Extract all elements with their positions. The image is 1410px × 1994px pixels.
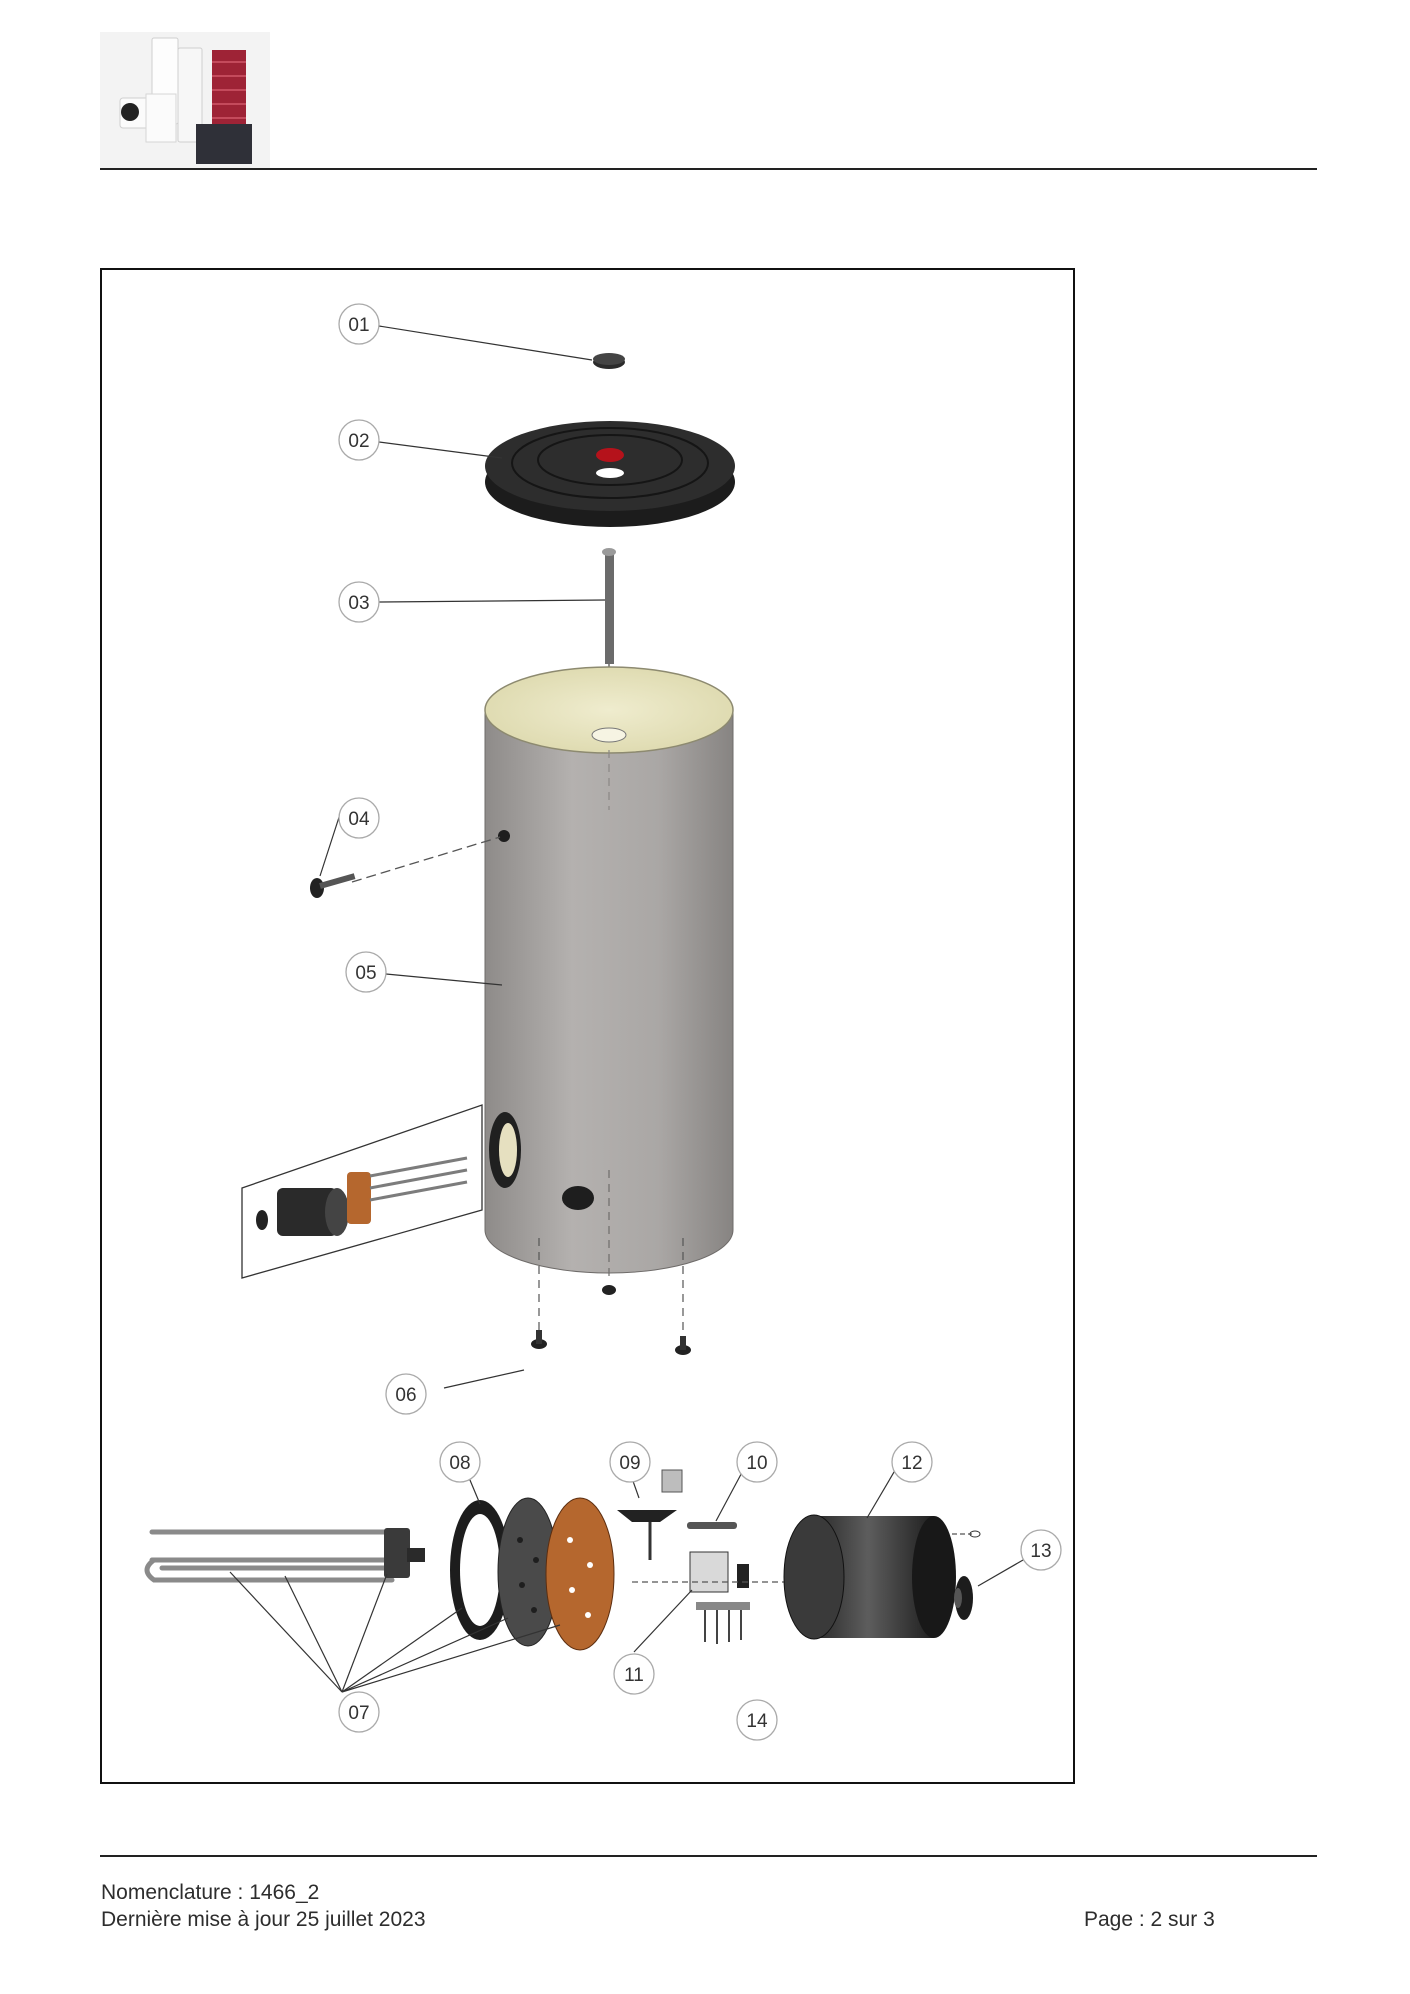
part-flange-copper (545, 1497, 615, 1651)
callout-label: 06 (395, 1385, 416, 1406)
footer-rule (100, 1855, 1317, 1857)
callout-label: 02 (348, 431, 369, 452)
callout-06: 06 (385, 1373, 427, 1415)
callout-09: 09 (609, 1441, 651, 1483)
callout-03: 03 (338, 581, 380, 623)
callout-10: 10 (736, 1441, 778, 1483)
callout-13: 13 (1020, 1529, 1062, 1571)
part-04-sensor (310, 836, 501, 898)
part-07-heating-elements (144, 1528, 425, 1583)
callout-label: 10 (746, 1453, 767, 1474)
part-01-cap (593, 353, 625, 369)
part-10-probe (687, 1522, 737, 1529)
callout-07: 07 (338, 1691, 380, 1733)
heating-element-inset (241, 1104, 483, 1279)
callout-01: 01 (338, 303, 380, 345)
product-range-logo (100, 32, 270, 168)
last-updated-text: Dernière mise à jour 25 juillet 2023 (101, 1908, 426, 1931)
nomenclature-text: Nomenclature : 1466_2 (101, 1881, 320, 1904)
part-13-knob (954, 1576, 973, 1620)
part-02-top-cover (485, 421, 735, 527)
callout-label: 03 (348, 593, 369, 614)
callout-label: 13 (1030, 1541, 1051, 1562)
part-12-protective-cover (783, 1514, 981, 1640)
part-14-wiring (696, 1602, 750, 1644)
callout-label: 04 (348, 809, 370, 830)
part-05-tank-body (484, 666, 734, 1280)
callout-14: 14 (736, 1699, 778, 1741)
page-number: Page : 2 sur 3 (1084, 1908, 1215, 1931)
header-rule (100, 168, 1317, 170)
callout-label: 09 (619, 1453, 640, 1474)
callout-label: 07 (348, 1703, 369, 1724)
part-11-thermostat (632, 1551, 792, 1593)
part-06-feet (531, 1238, 691, 1355)
callout-08: 08 (439, 1441, 481, 1483)
callout-label: 08 (449, 1453, 470, 1474)
callout-label: 01 (348, 315, 369, 336)
part-08-gasket (450, 1500, 510, 1640)
callout-04: 04 (338, 797, 380, 839)
exploded-diagram-frame: 01 02 03 04 05 06 07 08 (100, 268, 1075, 1784)
part-09-cable-gland (617, 1469, 683, 1560)
exploded-view-diagram: 01 02 03 04 05 06 07 08 (144, 303, 1062, 1741)
leader-lines (229, 325, 1031, 1693)
callout-11: 11 (613, 1653, 655, 1695)
part-08-flange-plate (497, 1497, 559, 1647)
callout-label: 12 (901, 1453, 922, 1474)
callout-02: 02 (338, 419, 380, 461)
callout-label: 14 (746, 1711, 768, 1732)
callout-label: 11 (624, 1665, 644, 1686)
callout-12: 12 (891, 1441, 933, 1483)
callout-label: 05 (355, 963, 376, 984)
callout-05: 05 (345, 951, 387, 993)
